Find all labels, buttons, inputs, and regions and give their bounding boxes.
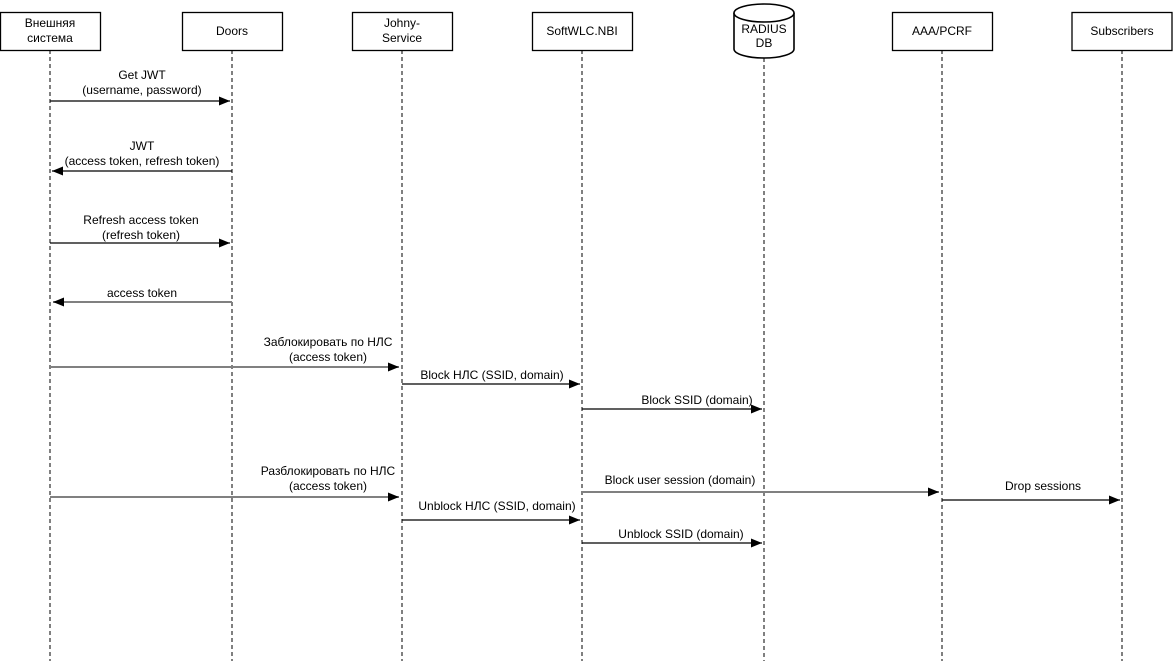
message-label: Разблокировать по НЛС <box>261 464 396 478</box>
message-label: Get JWT <box>118 68 166 82</box>
message-label: Unblock НЛС (SSID, domain) <box>418 499 575 513</box>
database-cylinder-icon <box>733 13 795 59</box>
participant-subscribers: Subscribers <box>1071 11 1173 52</box>
participant-radius-db: RADIUS DB <box>733 3 795 59</box>
message-label: (access token) <box>289 479 367 493</box>
message-label: (username, password) <box>82 83 201 97</box>
message-label: Block НЛС (SSID, domain) <box>420 368 563 382</box>
message-label: (access token, refresh token) <box>65 154 220 168</box>
participant-label: SoftWLC.NBI <box>546 24 617 38</box>
message-refresh-access-token: Refresh access token (refresh token) <box>50 213 230 248</box>
participant-label: система <box>27 31 73 45</box>
participant-label: AAA/PCRF <box>912 24 972 38</box>
participant-box <box>181 11 284 52</box>
message-get-jwt: Get JWT (username, password) <box>50 68 230 106</box>
message-unblock-nls: Unblock НЛС (SSID, domain) <box>402 499 580 525</box>
participant-softwlc-nbi: SoftWLC.NBI <box>531 11 634 52</box>
message-label: Unblock SSID (domain) <box>618 527 743 541</box>
message-block-ssid: Block SSID (domain) <box>582 393 762 414</box>
participant-label: Johny- <box>384 16 420 30</box>
participant-label: Внешняя <box>25 16 76 30</box>
message-label: Block user session (domain) <box>605 473 756 487</box>
message-label: JWT <box>130 139 155 153</box>
participant-label: Service <box>382 31 422 45</box>
participant-box <box>0 11 102 52</box>
participant-johny-service: Johny- Service <box>351 11 454 52</box>
message-label: Refresh access token <box>83 213 198 227</box>
message-label: Заблокировать по НЛС <box>264 335 393 349</box>
participant-aaa-pcrf: AAA/PCRF <box>891 11 994 52</box>
message-label: access token <box>107 286 177 300</box>
database-cylinder-top-icon <box>733 3 795 23</box>
lifelines <box>49 50 1123 661</box>
participant-label: RADIUS <box>741 22 786 36</box>
message-block-user-session: Block user session (domain) <box>582 473 939 497</box>
participant-label: DB <box>756 36 773 50</box>
message-unblock-by-nls: Разблокировать по НЛС (access token) <box>50 464 399 502</box>
participant-label: Subscribers <box>1090 24 1153 38</box>
message-label: (access token) <box>289 350 367 364</box>
message-label: Drop sessions <box>1005 479 1081 493</box>
participant-label: Doors <box>216 24 248 38</box>
message-drop-sessions: Drop sessions <box>942 479 1120 505</box>
participant-box <box>891 11 994 52</box>
participant-external-system: Внешняя система <box>0 11 102 52</box>
participant-box <box>1071 11 1173 52</box>
message-unblock-ssid: Unblock SSID (domain) <box>582 527 762 548</box>
message-label: (refresh token) <box>102 228 180 242</box>
message-jwt-tokens: JWT (access token, refresh token) <box>52 139 232 176</box>
message-label: Block SSID (domain) <box>641 393 752 407</box>
participant-doors: Doors <box>181 11 284 52</box>
message-access-token: access token <box>53 286 232 307</box>
message-block-nls: Block НЛС (SSID, domain) <box>402 368 580 389</box>
participant-box <box>531 11 634 52</box>
participant-box <box>351 11 454 52</box>
message-block-by-nls: Заблокировать по НЛС (access token) <box>50 335 399 372</box>
